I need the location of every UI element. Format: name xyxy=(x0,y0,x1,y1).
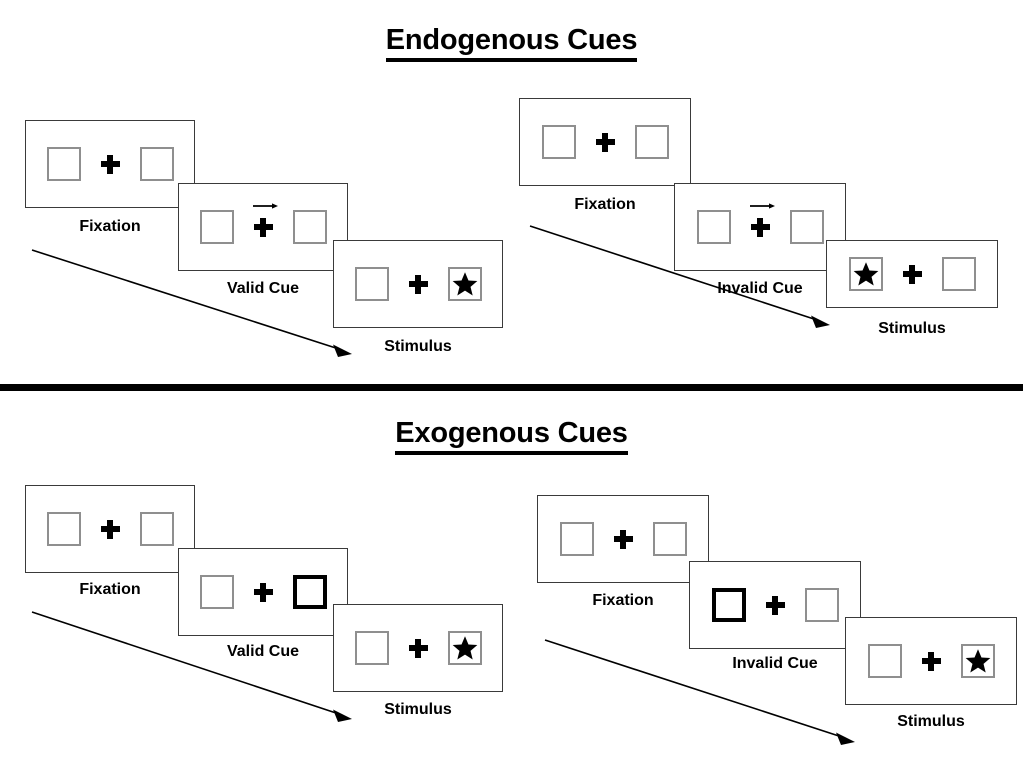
endogenous-invalid-stimulus-caption: Stimulus xyxy=(878,320,946,337)
exogenous-invalid-fixation-right-box xyxy=(652,522,687,556)
section-title-exogenous: Exogenous Cues xyxy=(0,417,1023,455)
cue-arrow-right-icon xyxy=(252,202,278,209)
exogenous-invalid-cue-right-box xyxy=(804,588,839,622)
endogenous-invalid-fixation-caption: Fixation xyxy=(574,196,636,213)
exogenous-valid-stimulus-caption: Stimulus xyxy=(384,701,452,718)
exogenous-valid-fixation-center xyxy=(100,519,120,539)
endogenous-valid-cue-left-box xyxy=(199,210,234,244)
exogenous-valid-cue-left-box xyxy=(199,575,234,609)
star-icon xyxy=(853,262,878,286)
exogenous-invalid-stimulus-caption: Stimulus xyxy=(897,713,965,730)
exogenous-invalid-cue-center xyxy=(765,595,785,615)
exogenous-valid-stimulus-right-box xyxy=(447,631,482,665)
endogenous-invalid-fixation-right-box xyxy=(634,125,669,159)
section-title-endogenous: Endogenous Cues xyxy=(0,24,1023,62)
fixation-cross-icon xyxy=(253,582,273,602)
fixation-cross-icon xyxy=(100,519,120,539)
endogenous-invalid-cue-caption: Invalid Cue xyxy=(717,280,803,297)
exogenous-valid-cue-center xyxy=(253,582,273,602)
endogenous-invalid-stimulus-frame xyxy=(826,240,998,308)
fixation-cross-icon xyxy=(408,638,428,658)
fixation-cross-icon xyxy=(902,264,922,284)
fixation-cross-icon xyxy=(921,651,941,671)
endogenous-valid-fixation-center xyxy=(100,154,120,174)
endogenous-valid-fixation-right-box xyxy=(139,147,174,181)
cue-arrow-right-icon xyxy=(749,202,775,209)
fixation-cross-icon xyxy=(408,274,428,294)
exogenous-invalid-stimulus-center xyxy=(921,651,941,671)
fixation-cross-icon xyxy=(100,154,120,174)
exogenous-invalid-fixation-caption: Fixation xyxy=(592,592,654,609)
exogenous-invalid-cue-left-box-highlighted xyxy=(711,588,746,622)
fixation-cross-icon xyxy=(613,529,633,549)
exogenous-valid-fixation-frame xyxy=(25,485,195,573)
endogenous-valid-stimulus-left-box xyxy=(354,267,389,301)
exogenous-valid-stimulus-left-box xyxy=(354,631,389,665)
exogenous-valid-cue-caption: Valid Cue xyxy=(226,643,300,660)
endogenous-valid-fixation-frame xyxy=(25,120,195,208)
exogenous-valid-fixation-right-box xyxy=(139,512,174,546)
exogenous-invalid-stimulus-right-box xyxy=(960,644,995,678)
star-icon xyxy=(452,272,477,296)
endogenous-invalid-stimulus-left-box xyxy=(848,257,883,291)
endogenous-invalid-cue-left-box xyxy=(696,210,731,244)
endogenous-invalid-cue-center xyxy=(749,202,775,237)
endogenous-valid-stimulus-frame xyxy=(333,240,503,328)
endogenous-valid-cue-frame xyxy=(178,183,348,271)
endogenous-invalid-stimulus-center xyxy=(902,264,922,284)
exogenous-valid-fixation-caption: Fixation xyxy=(79,581,141,598)
endogenous-valid-stimulus-center xyxy=(408,274,428,294)
endogenous-invalid-stimulus-right-box xyxy=(941,257,976,291)
exogenous-invalid-cue-frame xyxy=(689,561,861,649)
endogenous-valid-cue-center xyxy=(252,202,278,237)
star-icon xyxy=(965,649,990,673)
fixation-cross-icon xyxy=(750,217,770,237)
exogenous-invalid-stimulus-frame xyxy=(845,617,1017,705)
exogenous-invalid-fixation-frame xyxy=(537,495,709,583)
fixation-cross-icon xyxy=(595,132,615,152)
endogenous-invalid-fixation-frame xyxy=(519,98,691,186)
fixation-cross-icon xyxy=(253,217,273,237)
endogenous-valid-fixation-left-box xyxy=(46,147,81,181)
endogenous-valid-stimulus-right-box xyxy=(447,267,482,301)
endogenous-valid-fixation-caption: Fixation xyxy=(79,218,141,235)
section-title-exogenous-text: Exogenous Cues xyxy=(395,417,628,455)
endogenous-valid-cue-caption: Valid Cue xyxy=(226,280,300,297)
exogenous-invalid-fixation-left-box xyxy=(559,522,594,556)
endogenous-invalid-cue-frame xyxy=(674,183,846,271)
exogenous-valid-cue-frame xyxy=(178,548,348,636)
section-divider xyxy=(0,384,1023,391)
endogenous-invalid-cue-right-box xyxy=(789,210,824,244)
fixation-cross-icon xyxy=(765,595,785,615)
section-title-endogenous-text: Endogenous Cues xyxy=(385,24,637,62)
exogenous-invalid-stimulus-left-box xyxy=(867,644,902,678)
exogenous-valid-stimulus-frame xyxy=(333,604,503,692)
endogenous-valid-stimulus-caption: Stimulus xyxy=(384,338,452,355)
exogenous-valid-fixation-left-box xyxy=(46,512,81,546)
exogenous-valid-cue-right-box-highlighted xyxy=(292,575,327,609)
endogenous-valid-cue-right-box xyxy=(292,210,327,244)
endogenous-invalid-fixation-center xyxy=(595,132,615,152)
exogenous-invalid-fixation-center xyxy=(613,529,633,549)
exogenous-valid-stimulus-center xyxy=(408,638,428,658)
endogenous-invalid-fixation-left-box xyxy=(541,125,576,159)
star-icon xyxy=(452,636,477,660)
exogenous-invalid-cue-caption: Invalid Cue xyxy=(732,655,818,672)
